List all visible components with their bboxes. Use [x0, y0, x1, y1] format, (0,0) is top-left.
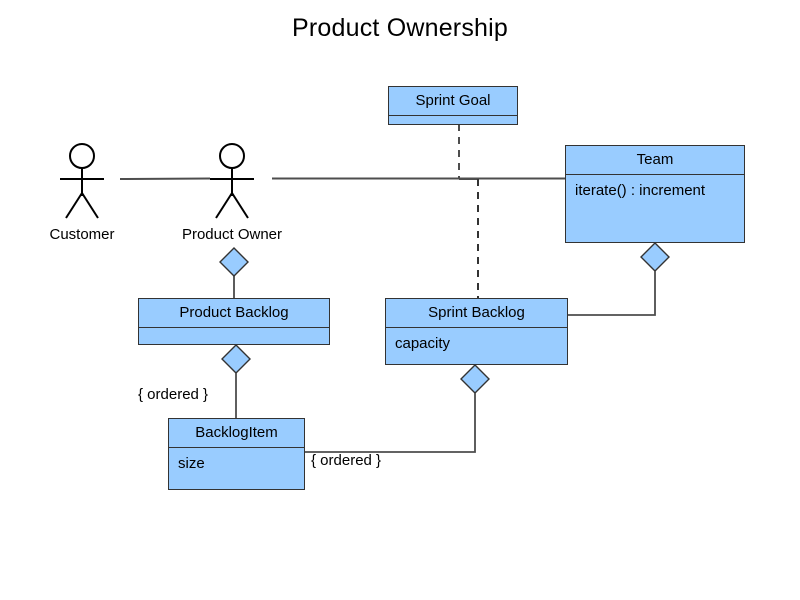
class-member-backlog-item-size: size — [169, 448, 304, 471]
class-box-sprint-goal[interactable]: Sprint Goal — [388, 86, 518, 125]
aggregation-line-team-sprint-backlog — [568, 271, 656, 316]
class-box-backlog-item[interactable]: BacklogItem size — [168, 418, 305, 490]
class-box-product-backlog[interactable]: Product Backlog — [138, 298, 330, 345]
class-member-team-iterate: iterate() : increment — [566, 175, 744, 198]
page-title: Product Ownership — [292, 14, 508, 42]
aggregation-diamond-po-product-backlog — [219, 247, 249, 277]
actor-label-product-owner: Product Owner — [181, 226, 283, 243]
class-name-sprint-goal: Sprint Goal — [389, 87, 517, 116]
aggregation-diamond-sprint-backlog-item — [460, 364, 490, 394]
actor-product-owner-figure — [210, 143, 254, 219]
association-customer-product-owner — [119, 177, 211, 180]
aggregation-diamond-product-backlog-item — [221, 344, 251, 374]
aggregation-diamond-team-sprint-backlog — [640, 242, 670, 272]
class-name-product-backlog: Product Backlog — [139, 299, 329, 328]
class-name-team: Team — [566, 146, 744, 175]
class-member-sprint-backlog-capacity: capacity — [386, 328, 567, 351]
aggregation-line-sprint-backlog-item — [305, 393, 476, 453]
class-name-sprint-backlog: Sprint Backlog — [386, 299, 567, 328]
actor-customer-figure — [60, 143, 104, 219]
class-box-team[interactable]: Team iterate() : increment — [565, 145, 745, 243]
constraint-label-product-backlog-ordered: { ordered } — [138, 386, 209, 403]
actor-label-customer: Customer — [49, 226, 115, 243]
constraint-label-sprint-backlog-ordered: { ordered } — [311, 452, 382, 469]
class-name-backlog-item: BacklogItem — [169, 419, 304, 448]
class-box-sprint-backlog[interactable]: Sprint Backlog capacity — [385, 298, 568, 365]
